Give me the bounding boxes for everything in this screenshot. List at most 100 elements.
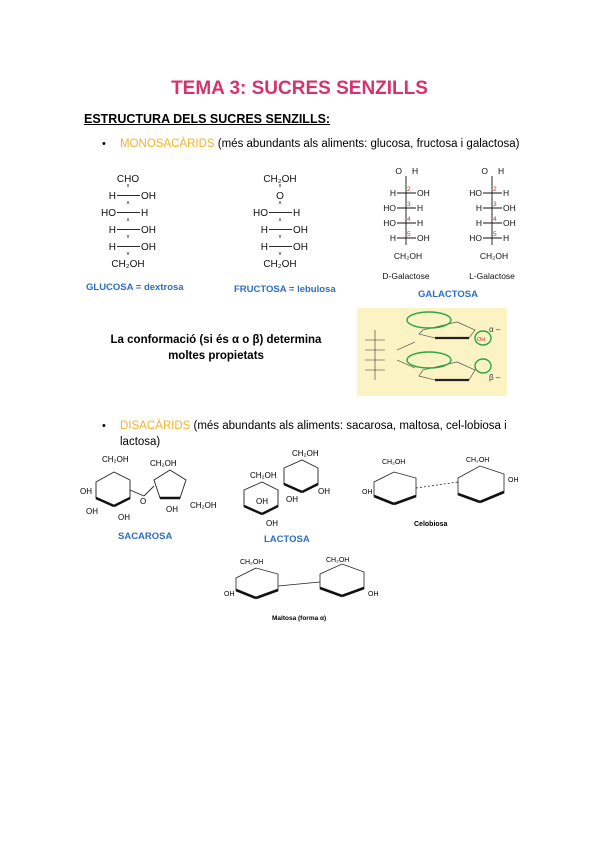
glucose-left-3: H bbox=[109, 225, 116, 236]
caption-fructose: FRUCTOSA = lebulosa bbox=[234, 284, 336, 295]
glucose-right-4: OH bbox=[141, 242, 156, 253]
gal-d-num-0: 2 bbox=[407, 186, 411, 193]
gal-d-left-1: HO bbox=[383, 203, 396, 213]
gal-l-bottom: CH₂OH bbox=[480, 251, 508, 261]
gal-l-right-0: H bbox=[503, 188, 509, 198]
cellobiose-structure: CH₂OH CH₂OH OH OH Celobiosa bbox=[362, 457, 519, 528]
gal-l-h: H bbox=[498, 166, 504, 176]
alpha-label: α – bbox=[489, 325, 501, 334]
lactose-oh-1: OH bbox=[286, 495, 298, 504]
sucrose-ch2oh-1: CH₂OH bbox=[102, 455, 129, 464]
sucrose-oh-3: OH bbox=[118, 513, 130, 522]
fructose-center-1: O bbox=[276, 191, 284, 202]
gal-l-left-0: HO bbox=[469, 188, 482, 198]
sucrose-structure: CH₂OH CH₂OH CH₂OH OH OH OH OH O bbox=[80, 455, 217, 522]
bullet-dot: • bbox=[102, 138, 106, 150]
cellobiose-oh-2: OH bbox=[508, 477, 519, 484]
cellobiose-ch2oh-2: CH₂OH bbox=[466, 457, 489, 464]
glucose-right-3: OH bbox=[141, 225, 156, 236]
fructose-right-2: H bbox=[293, 208, 300, 219]
gal-d-num-1: 3 bbox=[407, 201, 411, 208]
conformation-panel: OH α – β – bbox=[357, 308, 507, 396]
gal-l-o: O bbox=[481, 166, 488, 176]
lactose-oh-4: OH bbox=[266, 519, 278, 528]
fructose-right-4: OH bbox=[293, 242, 308, 253]
gal-d-right-0: OH bbox=[417, 188, 430, 198]
gal-l-left-3: HO bbox=[469, 233, 482, 243]
sucrose-ch2oh-2: CH₂OH bbox=[150, 459, 177, 468]
gal-d-right-1: H bbox=[417, 203, 423, 213]
sucrose-oh-2: OH bbox=[86, 507, 98, 516]
lactose-ch2oh-2: CH₂OH bbox=[250, 471, 277, 480]
glucose-right-2: H bbox=[141, 208, 148, 219]
beta-label: β – bbox=[489, 373, 501, 382]
cellobiose-ch2oh-1: CH₂OH bbox=[382, 459, 405, 466]
gal-d-left-3: H bbox=[390, 233, 396, 243]
desc-monosaccharides: (més abundants als aliments: glucosa, fr… bbox=[214, 138, 520, 150]
gal-l-num-1: 3 bbox=[493, 201, 497, 208]
caption-glucose: GLUCOSA = dextrosa bbox=[86, 282, 184, 293]
sucrose-oh-1: OH bbox=[80, 487, 92, 496]
gal-l-right-2: OH bbox=[503, 218, 516, 228]
conformation-text: La conformació (si és α o β) determina m… bbox=[110, 334, 322, 362]
sucrose-o: O bbox=[140, 497, 146, 506]
lactose-structure: CH₂OH CH₂OH OH OH OH OH bbox=[243, 449, 330, 528]
caption-cellobiose: Celobiosa bbox=[414, 521, 448, 528]
gal-d-left-0: H bbox=[390, 188, 396, 198]
maltose-ch2oh-2: CH₂OH bbox=[326, 557, 349, 564]
gal-l-right-3: H bbox=[503, 233, 509, 243]
caption-galactose: GALACTOSA bbox=[418, 289, 478, 300]
caption-maltose: Maltosa (forma α) bbox=[272, 615, 326, 622]
oh-alpha: OH bbox=[477, 337, 485, 343]
maltose-structure: CH₂OH CH₂OH OH OH Maltosa (forma α) bbox=[224, 557, 379, 622]
fructose-center-5: CH₂OH bbox=[263, 259, 296, 270]
maltose-ch2oh-1: CH₂OH bbox=[240, 559, 263, 566]
fructose-left-3: H bbox=[261, 225, 268, 236]
glucose-right-1: OH bbox=[141, 191, 156, 202]
fructose-left-4: H bbox=[261, 242, 268, 253]
page-title: TEMA 3: SUCRES SENZILLS bbox=[171, 78, 428, 99]
desc-disaccharides: (més abundants als aliments: sacarosa, m… bbox=[120, 420, 507, 448]
lactose-ch2oh-1: CH₂OH bbox=[292, 449, 319, 458]
gal-l-label: L-Galactose bbox=[469, 271, 515, 281]
section-heading: ESTRUCTURA DELS SUCRES SENZILLS: bbox=[84, 112, 331, 126]
sucrose-ch2oh-3: CH₂OH bbox=[190, 501, 217, 510]
glucose-left-4: H bbox=[109, 242, 116, 253]
term-disaccharides: DISACÀRIDS bbox=[120, 420, 191, 432]
fructose-left-2: HO bbox=[253, 208, 268, 219]
fructose-center-0: CH₂OH bbox=[263, 174, 296, 185]
lactose-oh-3: OH bbox=[256, 497, 268, 506]
glucose-left-1: H bbox=[109, 191, 116, 202]
gal-l-right-1: OH bbox=[503, 203, 516, 213]
caption-sucrose: SACAROSA bbox=[118, 531, 173, 542]
glucose-left-2: HO bbox=[101, 208, 116, 219]
gal-d-bottom: CH₂OH bbox=[394, 251, 422, 261]
bullet-disaccharides: • DISACÀRIDS (més abundants als aliments… bbox=[102, 418, 520, 450]
gal-l-num-0: 2 bbox=[493, 186, 497, 193]
gal-d-num-2: 4 bbox=[407, 216, 411, 223]
alpha-beta-diagram: OH α – β – bbox=[365, 311, 501, 382]
gal-d-o: O bbox=[395, 166, 402, 176]
gal-d-label: D-Galactose bbox=[382, 271, 430, 281]
bullet-monosaccharides: • MONOSACÀRIDS (més abundants als alimen… bbox=[102, 136, 560, 152]
caption-lactose: LACTOSA bbox=[264, 534, 310, 545]
gal-l-left-2: H bbox=[476, 218, 482, 228]
glucose-center-5: CH₂OH bbox=[111, 259, 144, 270]
maltose-oh-2: OH bbox=[368, 591, 379, 598]
gal-d-num-3: 5 bbox=[407, 231, 411, 238]
cellobiose-oh-1: OH bbox=[362, 489, 373, 496]
fructose-right-3: OH bbox=[293, 225, 308, 236]
gal-l-num-3: 5 bbox=[493, 231, 497, 238]
glucose-center-0: CHO bbox=[117, 174, 139, 185]
gal-d-right-3: OH bbox=[417, 233, 430, 243]
gal-l-num-2: 4 bbox=[493, 216, 497, 223]
bullet-dot-2: • bbox=[102, 420, 106, 432]
term-monosaccharides: MONOSACÀRIDS bbox=[120, 138, 215, 150]
gal-d-left-2: HO bbox=[383, 218, 396, 228]
gal-d-right-2: H bbox=[417, 218, 423, 228]
maltose-oh-1: OH bbox=[224, 591, 235, 598]
gal-d-h: H bbox=[412, 166, 418, 176]
